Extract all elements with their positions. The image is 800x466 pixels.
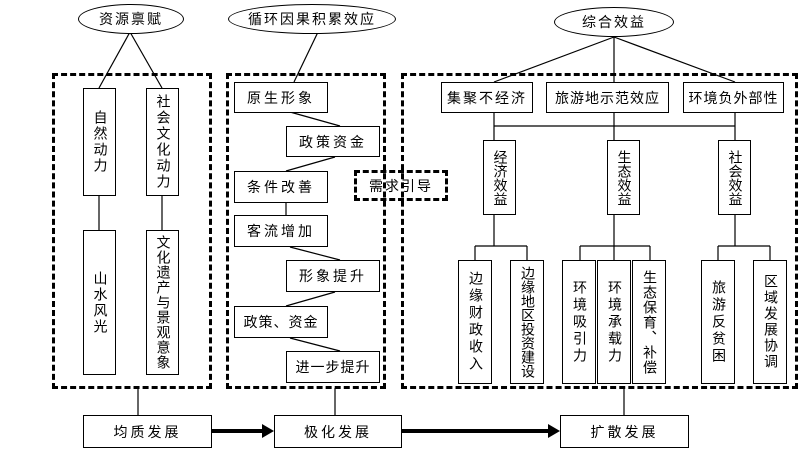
box-landscape-label: 山水风光 (91, 270, 108, 335)
leaf-environmental-attraction: 环境吸引力 (562, 260, 596, 384)
box-natural-power: 自然动力 (83, 88, 116, 196)
box-heritage-label: 文化遗产与景观意象 (154, 235, 171, 370)
box-environmental-externality: 环境负外部性 (683, 82, 784, 113)
box-social-benefit: 社会效益 (718, 140, 751, 215)
box-social-power-label: 社会文化动力 (154, 94, 171, 190)
box-natural-power-label: 自然动力 (91, 110, 108, 174)
oval-comprehensive-benefit: 综合效益 (554, 7, 674, 37)
arrow-phase2-3 (401, 424, 560, 438)
leaf-poverty-alleviation: 旅游反贫困 (701, 260, 735, 384)
stage3-group (401, 73, 798, 389)
arrow-phase1-2 (211, 424, 274, 438)
leaf-fiscal-revenue-label: 边缘财政收入 (467, 271, 483, 373)
leaf-environmental-attraction-label: 环境吸引力 (571, 279, 587, 365)
line-step4-5 (289, 246, 341, 261)
leaf-regional-coordination: 区域发展协调 (753, 260, 787, 384)
box-economic-benefit-label: 经济效益 (491, 149, 508, 206)
leaf-ecological-compensation: 生态保育、补偿 (632, 260, 666, 384)
box-ecological-benefit-label: 生态效益 (615, 149, 632, 206)
step-image-upgrade: 形象提升 (286, 260, 380, 292)
leaf-investment-construction-label: 边缘地区投资建设 (519, 266, 535, 378)
step-policy-funds: 政策资金 (286, 126, 380, 157)
phase-homogeneous: 均质发展 (83, 415, 212, 448)
leaf-ecological-compensation-label: 生态保育、补偿 (641, 269, 657, 375)
box-landscape: 山水风光 (83, 230, 116, 375)
line-step2-3 (285, 156, 336, 172)
box-social-power: 社会文化动力 (146, 88, 179, 196)
leaf-fiscal-revenue: 边缘财政收入 (458, 260, 492, 384)
phase-polarized: 极化发展 (274, 415, 402, 448)
step-original-image: 原生形象 (234, 82, 328, 113)
line-step6-7 (289, 337, 341, 352)
box-demonstration-effect: 旅游地示范效应 (546, 82, 669, 113)
oval-resource-endowment: 资源禀赋 (78, 4, 184, 34)
demand-guidance-box: 需求引导 (354, 170, 448, 201)
leaf-investment-construction: 边缘地区投资建设 (510, 260, 544, 384)
leaf-carrying-capacity-label: 环境承载力 (606, 279, 622, 365)
stage2-group (226, 73, 386, 389)
step-condition-improve: 条件改善 (234, 171, 328, 203)
step-further-upgrade: 进一步提升 (286, 351, 380, 383)
phase-diffusion: 扩散发展 (560, 415, 689, 448)
leaf-carrying-capacity: 环境承载力 (597, 260, 631, 384)
line-step5-6 (285, 291, 336, 307)
box-economic-benefit: 经济效益 (483, 140, 516, 215)
box-ecological-benefit: 生态效益 (607, 140, 640, 215)
line-step1-2 (289, 111, 341, 127)
line-resource-social (129, 31, 163, 89)
box-heritage: 文化遗产与景观意象 (146, 230, 179, 375)
step-policy-and-funds: 政策、资金 (234, 306, 328, 338)
leaf-regional-coordination-label: 区域发展协调 (762, 274, 778, 370)
step-visitor-increase: 客流增加 (234, 215, 328, 247)
box-agglomeration-diseconomy: 集聚不经济 (441, 82, 533, 113)
oval-cumulative-causation: 循环因果积累效应 (228, 4, 396, 34)
stage1-group (52, 73, 212, 389)
box-social-benefit-label: 社会效益 (726, 149, 743, 206)
leaf-poverty-alleviation-label: 旅游反贫困 (710, 279, 726, 365)
line-resource-natural (98, 31, 131, 89)
